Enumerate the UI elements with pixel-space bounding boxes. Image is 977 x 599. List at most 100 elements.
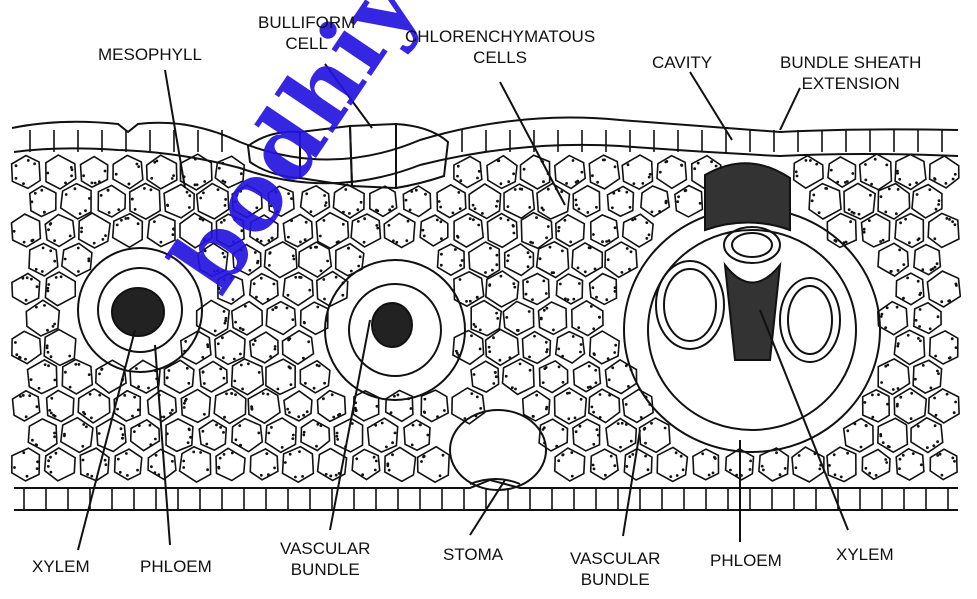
chloroplast-dot — [303, 322, 306, 325]
chloroplast-dot — [889, 270, 892, 273]
chloroplast-dot — [292, 434, 295, 437]
chloroplast-dot — [818, 468, 821, 471]
chloroplast-dot — [614, 165, 617, 168]
chloroplast-dot — [13, 466, 16, 469]
chloroplast-dot — [625, 423, 628, 426]
chloroplast-dot — [915, 181, 918, 184]
chloroplast-dot — [512, 224, 515, 227]
chloroplast-dot — [795, 170, 798, 173]
chloroplast-dot — [189, 436, 192, 439]
chloroplast-dot — [84, 209, 87, 212]
chloroplast-dot — [897, 342, 900, 345]
label-xylem-left: XYLEM — [32, 556, 90, 577]
label-chlorenchymatous-cells: CHLORENCHYMATOUS CELLS — [405, 26, 595, 68]
chloroplast-dot — [877, 393, 880, 396]
chloroplast-dot — [459, 207, 462, 210]
chloroplast-dot — [423, 235, 426, 238]
chloroplast-dot — [363, 241, 366, 244]
mesophyll-cell — [200, 361, 228, 392]
chloroplast-dot — [836, 181, 839, 184]
chloroplast-dot — [374, 469, 377, 472]
mesophyll-cell — [605, 360, 636, 394]
chloroplast-dot — [415, 189, 418, 192]
chloroplast-dot — [267, 432, 270, 435]
chloroplast-dot — [287, 339, 290, 342]
chloroplast-dot — [904, 218, 907, 221]
chloroplast-dot — [526, 280, 529, 283]
mesophyll-cell — [166, 419, 193, 451]
mesophyll-cell — [437, 185, 466, 218]
chloroplast-dot — [627, 385, 630, 388]
chloroplast-dot — [410, 190, 413, 193]
mesophyll-cell — [386, 390, 413, 421]
chloroplast-dot — [955, 284, 958, 287]
chloroplast-dot — [457, 191, 460, 194]
chloroplast-dot — [234, 393, 237, 396]
chloroplast-dot — [628, 455, 631, 458]
chloroplast-dot — [779, 473, 782, 476]
chloroplast-dot — [288, 411, 291, 414]
chloroplast-dot — [884, 326, 887, 329]
chloroplast-dot — [310, 210, 313, 213]
chloroplast-dot — [651, 211, 654, 214]
chloroplast-dot — [571, 475, 574, 478]
chloroplast-dot — [594, 268, 597, 271]
chloroplast-dot — [886, 306, 889, 309]
chloroplast-dot — [394, 432, 397, 435]
chloroplast-dot — [206, 468, 209, 471]
chloroplast-dot — [735, 474, 738, 477]
chloroplast-dot — [884, 365, 887, 368]
chloroplast-dot — [324, 204, 327, 207]
mesophyll-cell — [283, 447, 314, 483]
chloroplast-dot — [494, 371, 497, 374]
mesophyll-cell — [418, 447, 450, 483]
chloroplast-dot — [136, 163, 139, 166]
mesophyll-cell — [572, 243, 602, 277]
chloroplast-dot — [91, 182, 94, 185]
chloroplast-dot — [488, 350, 491, 353]
chloroplast-dot — [621, 271, 624, 274]
chloroplast-dot — [484, 271, 487, 274]
chloroplast-dot — [935, 208, 938, 211]
chloroplast-dot — [150, 177, 153, 180]
chloroplast-dot — [286, 408, 289, 411]
chloroplast-dot — [602, 159, 605, 162]
chloroplast-dot — [188, 428, 191, 431]
chloroplast-dot — [626, 465, 629, 468]
chloroplast-dot — [495, 205, 498, 208]
chloroplast-dot — [846, 452, 849, 455]
chloroplast-dot — [528, 310, 531, 313]
chloroplast-dot — [875, 474, 878, 477]
chloroplast-dot — [440, 220, 443, 223]
chloroplast-dot — [710, 160, 713, 163]
chloroplast-dot — [124, 217, 127, 220]
chloroplast-dot — [423, 455, 426, 458]
chloroplast-dot — [46, 172, 49, 175]
mesophyll-cell — [862, 214, 890, 247]
chloroplast-dot — [535, 394, 538, 397]
chloroplast-dot — [98, 432, 101, 435]
chloroplast-dot — [630, 250, 633, 253]
chloroplast-dot — [116, 224, 119, 227]
chloroplast-dot — [342, 211, 345, 214]
chloroplast-dot — [347, 247, 350, 250]
chloroplast-dot — [469, 217, 472, 220]
chloroplast-dot — [499, 359, 502, 362]
chloroplast-dot — [595, 296, 598, 299]
chloroplast-dot — [680, 164, 683, 167]
chloroplast-dot — [543, 309, 546, 312]
chloroplast-dot — [775, 451, 778, 454]
chloroplast-dot — [281, 446, 284, 449]
chloroplast-dot — [512, 282, 515, 285]
chloroplast-dot — [35, 306, 38, 309]
chloroplast-dot — [897, 387, 900, 390]
chloroplast-dot — [335, 474, 338, 477]
chloroplast-dot — [644, 455, 647, 458]
chloroplast-dot — [597, 434, 600, 437]
chloroplast-dot — [650, 422, 653, 425]
chloroplast-dot — [420, 460, 423, 463]
chloroplast-dot — [117, 208, 120, 211]
chloroplast-dot — [677, 195, 680, 198]
chloroplast-dot — [614, 226, 617, 229]
chloroplast-dot — [880, 381, 883, 384]
